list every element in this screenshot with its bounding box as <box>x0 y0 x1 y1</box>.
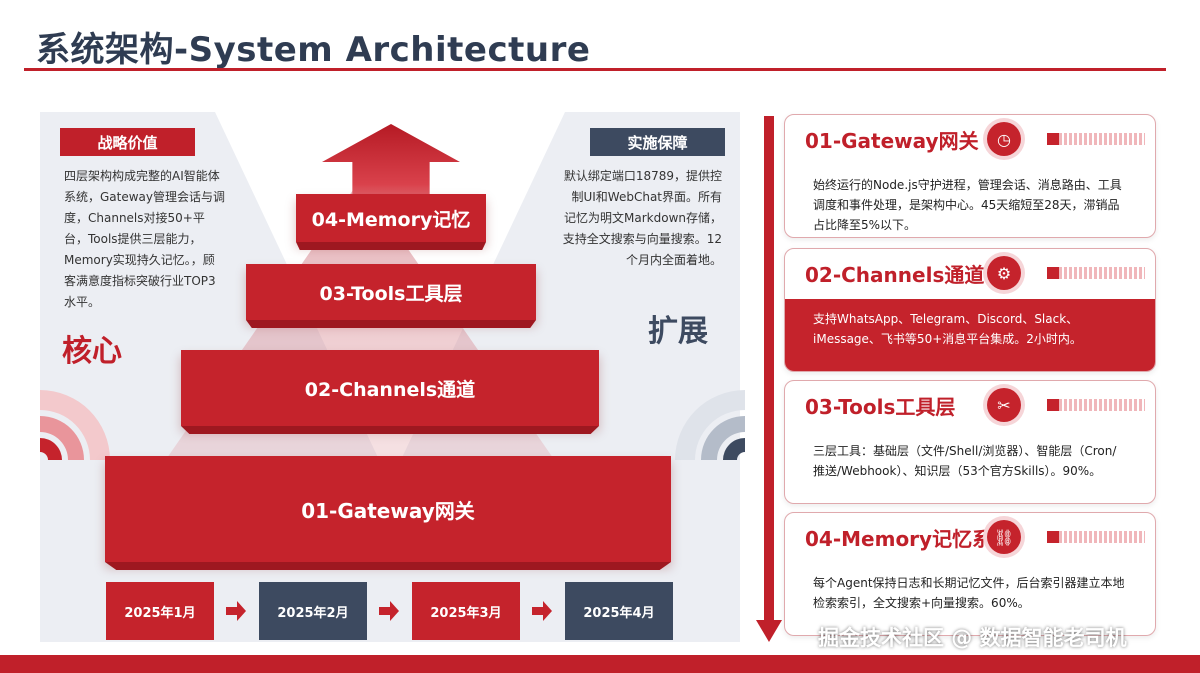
footer-bar <box>0 655 1200 673</box>
progress-decoration <box>1047 399 1145 411</box>
pyramid-tier-memory: 04-Memory记忆 <box>296 194 486 242</box>
card-body: 支持WhatsApp、Telegram、Discord、Slack、iMessa… <box>785 299 1155 371</box>
timeline-step-2: 2025年2月 <box>259 582 367 640</box>
progress-decoration <box>1047 531 1145 543</box>
pyramid-tier-gateway: 01-Gateway网关 <box>105 456 671 562</box>
card-body: 始终运行的Node.js守护进程，管理会话、消息路由、工具调度和事件处理，是架构… <box>813 178 1122 232</box>
clock-icon: ◷ <box>987 122 1021 156</box>
core-label: 核心 <box>62 334 122 369</box>
progress-decoration <box>1047 267 1145 279</box>
implementation-badge: 实施保障 <box>590 128 725 156</box>
down-arrow-icon <box>756 620 782 642</box>
title-divider <box>24 68 1166 71</box>
vertical-timeline-line <box>764 116 774 628</box>
pyramid-tier-tools: 03-Tools工具层 <box>246 264 536 320</box>
card-channels: 02-Channels通道 ⚙ 支持WhatsApp、Telegram、Disc… <box>784 248 1156 372</box>
tools-icon: ✂ <box>987 388 1021 422</box>
extension-label: 扩展 <box>648 314 708 349</box>
timeline-step-3: 2025年3月 <box>412 582 520 640</box>
card-memory: 04-Memory记忆系统 ⛓ 每个Agent保持日志和长期记忆文件，后台索引器… <box>784 512 1156 636</box>
implementation-text: 默认绑定端口18789，提供控制UI和WebChat界面。所有记忆为明文Mark… <box>562 169 722 267</box>
card-title: 04-Memory记忆系统 <box>805 527 1013 551</box>
strategic-value-badge: 战略价值 <box>60 128 195 156</box>
timeline-step-1: 2025年1月 <box>106 582 214 640</box>
card-tools: 03-Tools工具层 ✂ 三层工具：基础层（文件/Shell/浏览器）、智能层… <box>784 380 1156 504</box>
timeline-step-4: 2025年4月 <box>565 582 673 640</box>
card-title: 03-Tools工具层 <box>805 395 956 419</box>
pyramid-tier-channels: 02-Channels通道 <box>181 350 599 426</box>
gear-icon: ⚙ <box>987 256 1021 290</box>
watermark: 掘金技术社区 @ 数据智能老司机 <box>818 626 1127 650</box>
strategic-value-text: 四层架构构成完整的AI智能体系统，Gateway管理会话与调度，Channels… <box>64 169 226 309</box>
card-body: 三层工具：基础层（文件/Shell/浏览器）、智能层（Cron/推送/Webho… <box>813 444 1117 478</box>
link-icon: ⛓ <box>987 520 1021 554</box>
card-title: 01-Gateway网关 <box>805 129 979 153</box>
page-title: 系统架构-System Architecture <box>36 30 591 70</box>
progress-decoration <box>1047 133 1145 145</box>
decorative-arcs-right <box>675 390 745 460</box>
card-gateway: 01-Gateway网关 ◷ 始终运行的Node.js守护进程，管理会话、消息路… <box>784 114 1156 238</box>
card-title: 02-Channels通道 <box>805 263 985 287</box>
decorative-arcs-left <box>40 390 110 460</box>
card-body: 每个Agent保持日志和长期记忆文件，后台索引器建立本地检索索引，全文搜索+向量… <box>813 576 1125 610</box>
